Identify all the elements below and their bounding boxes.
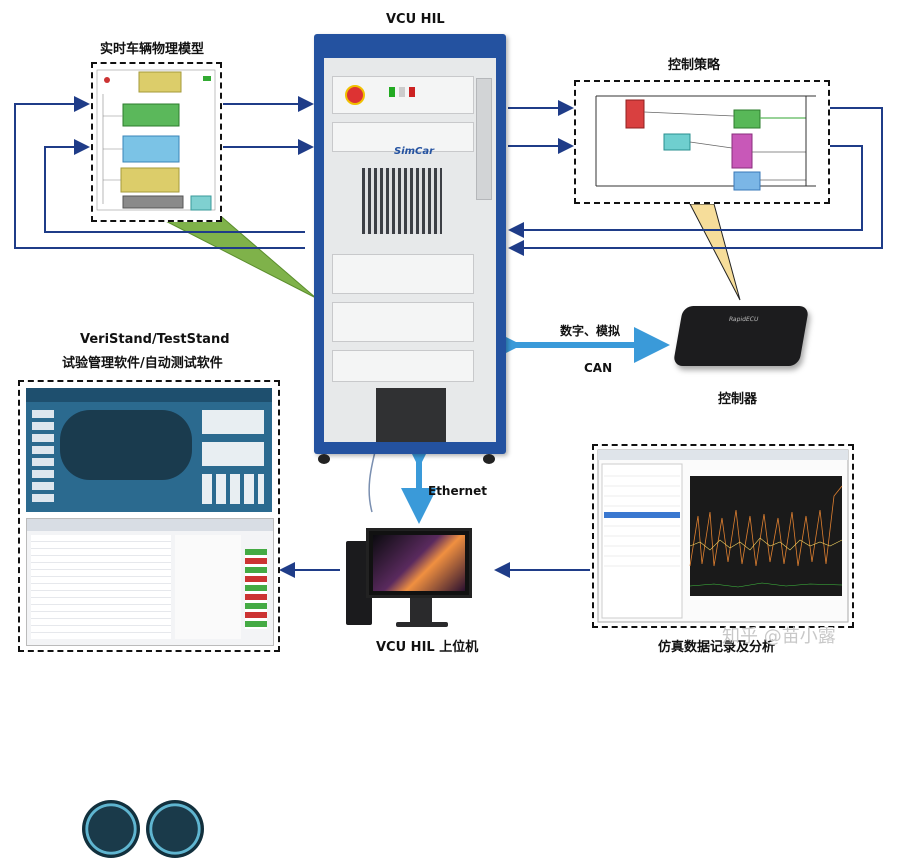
controller-label: 控制器	[718, 392, 758, 407]
control-strategy-box	[574, 80, 830, 204]
indicator-red-icon	[409, 87, 415, 97]
indicator-white-icon	[399, 87, 405, 97]
host-monitor-stand	[410, 598, 432, 624]
cabinet-drawer-2	[332, 302, 474, 342]
cabinet-wheel-left	[318, 454, 330, 464]
cabinet-connector-rail	[476, 78, 492, 200]
cabinet-brand: SimCar	[394, 146, 435, 157]
control-strategy-callout	[689, 203, 741, 301]
indicator-green-icon	[389, 87, 395, 97]
dashboard-screenshot	[26, 388, 272, 512]
left-outer-loop	[14, 96, 305, 249]
hil-cabinet: SimCar	[314, 34, 506, 454]
connection-layer	[14, 96, 883, 578]
cabinet-power-panel	[332, 122, 474, 152]
cabinet-wheel-right	[483, 454, 495, 464]
teststand-details	[175, 535, 241, 639]
cabinet-switch-panel	[332, 76, 474, 114]
sim-logging-box	[592, 444, 854, 628]
io-can-label: CAN	[584, 361, 613, 375]
watermark: 知乎 @苗小露	[722, 626, 836, 647]
control-strategy-diagram	[595, 95, 816, 191]
dashboard-cluster	[60, 410, 192, 480]
io-digital-analog-label: 数字、模拟	[560, 324, 621, 338]
ecu-controller: RapidECU	[672, 306, 810, 366]
software-box	[18, 380, 280, 858]
cabinet-drawer-3	[332, 350, 474, 382]
vehicle-model-box	[91, 62, 222, 222]
cabinet-front-panel: SimCar	[324, 58, 496, 442]
cabinet-bottom-compartment	[376, 388, 446, 442]
left-inner-loop	[44, 139, 305, 233]
vehicle-model-diagram	[96, 69, 216, 211]
right-inner-loop	[508, 145, 863, 238]
teststand-status-column	[245, 549, 267, 629]
dashboard-button-grid	[202, 474, 264, 504]
teststand-screenshot	[26, 518, 274, 646]
host-monitor-foot	[396, 622, 448, 627]
sim-logging-label: 仿真数据记录及分析	[658, 640, 776, 655]
vcu-hil-title: VCU HIL	[386, 12, 445, 27]
cabinet-drawer-1	[332, 254, 474, 294]
dashboard-header-bar	[26, 388, 272, 402]
software-label-line2: 试验管理软件/自动测试软件	[62, 356, 223, 371]
ethernet-label: Ethernet	[428, 484, 487, 498]
software-label-line1: VeriStand/TestStand	[80, 332, 230, 347]
rpm-gauge	[146, 800, 204, 858]
emergency-stop-icon[interactable]	[345, 85, 365, 105]
speed-gauge	[82, 800, 140, 858]
dashboard-panel-1	[202, 410, 264, 434]
vehicle-model-callout	[147, 211, 317, 299]
teststand-toolbar	[27, 519, 273, 531]
host-monitor	[366, 528, 472, 598]
control-strategy-label: 控制策略	[668, 58, 721, 73]
vehicle-model-label: 实时车辆物理模型	[100, 42, 205, 57]
host-pc-label: VCU HIL 上位机	[376, 640, 479, 655]
host-monitor-screen	[373, 535, 465, 591]
sim-logging-screenshot	[597, 449, 849, 623]
ecu-brand: RapidECU	[728, 316, 759, 323]
dashboard-side-buttons	[32, 410, 54, 506]
dashboard-panel-2	[202, 442, 264, 466]
cabinet-vent-grill	[362, 168, 442, 234]
right-outer-loop	[508, 107, 883, 256]
teststand-step-list	[31, 535, 171, 639]
